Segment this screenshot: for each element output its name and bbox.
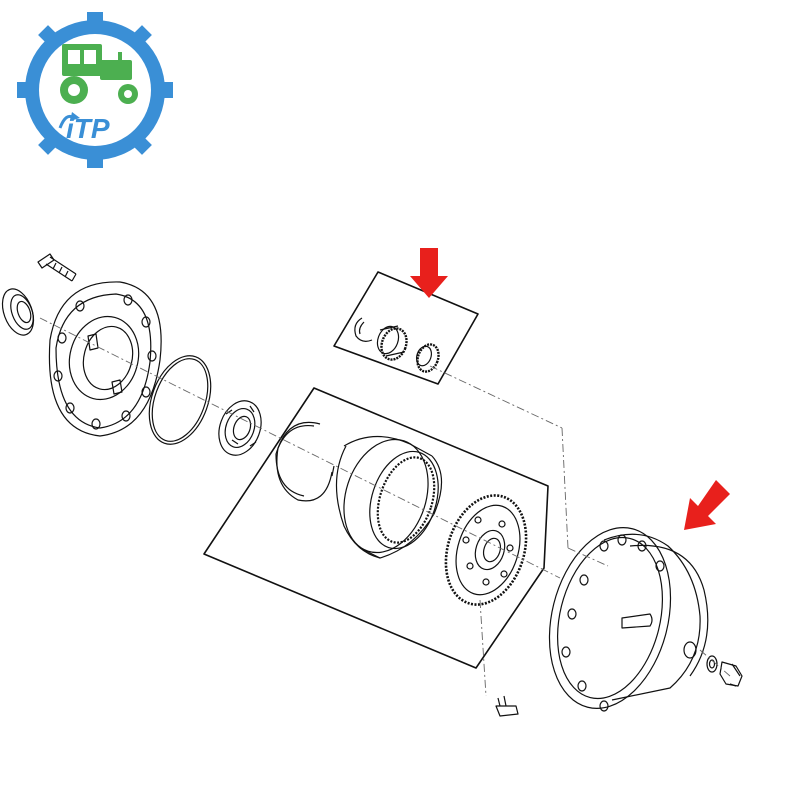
- logo-text: iTP: [66, 113, 110, 144]
- itp-logo: iTP: [17, 12, 173, 168]
- ring-gear-group-frame: [203, 387, 549, 669]
- kit-bushing: [415, 343, 440, 373]
- kit-needle-bearing: [376, 325, 408, 361]
- drain-plug-washer: [706, 655, 718, 673]
- assembly-centerlines: [39, 317, 731, 697]
- cover-bolt-holes: [561, 534, 665, 712]
- gear-ring: [17, 12, 173, 168]
- kit-snap-ring: [354, 317, 373, 342]
- planet-carrier-flange: [48, 281, 162, 437]
- itp-wordmark: iTP: [58, 112, 110, 144]
- hub-cover: [548, 527, 709, 712]
- cover-screw: [495, 695, 519, 717]
- snap-ring: [275, 421, 335, 502]
- drain-plug: [719, 661, 743, 687]
- oil-seal: [1, 288, 35, 336]
- o-ring: [148, 355, 212, 445]
- sun-gear-carrier: [444, 494, 528, 606]
- kit-frame: [333, 271, 479, 385]
- bearing-ring-kit: [333, 271, 479, 385]
- mounting-bolt: [37, 253, 77, 282]
- tractor-icon: [60, 44, 138, 104]
- red-arrow-kit-indicator: [410, 248, 448, 298]
- red-arrow-cover-indicator: [684, 480, 730, 530]
- flange-bolt-holes: [53, 294, 157, 430]
- ring-gear: [335, 435, 443, 559]
